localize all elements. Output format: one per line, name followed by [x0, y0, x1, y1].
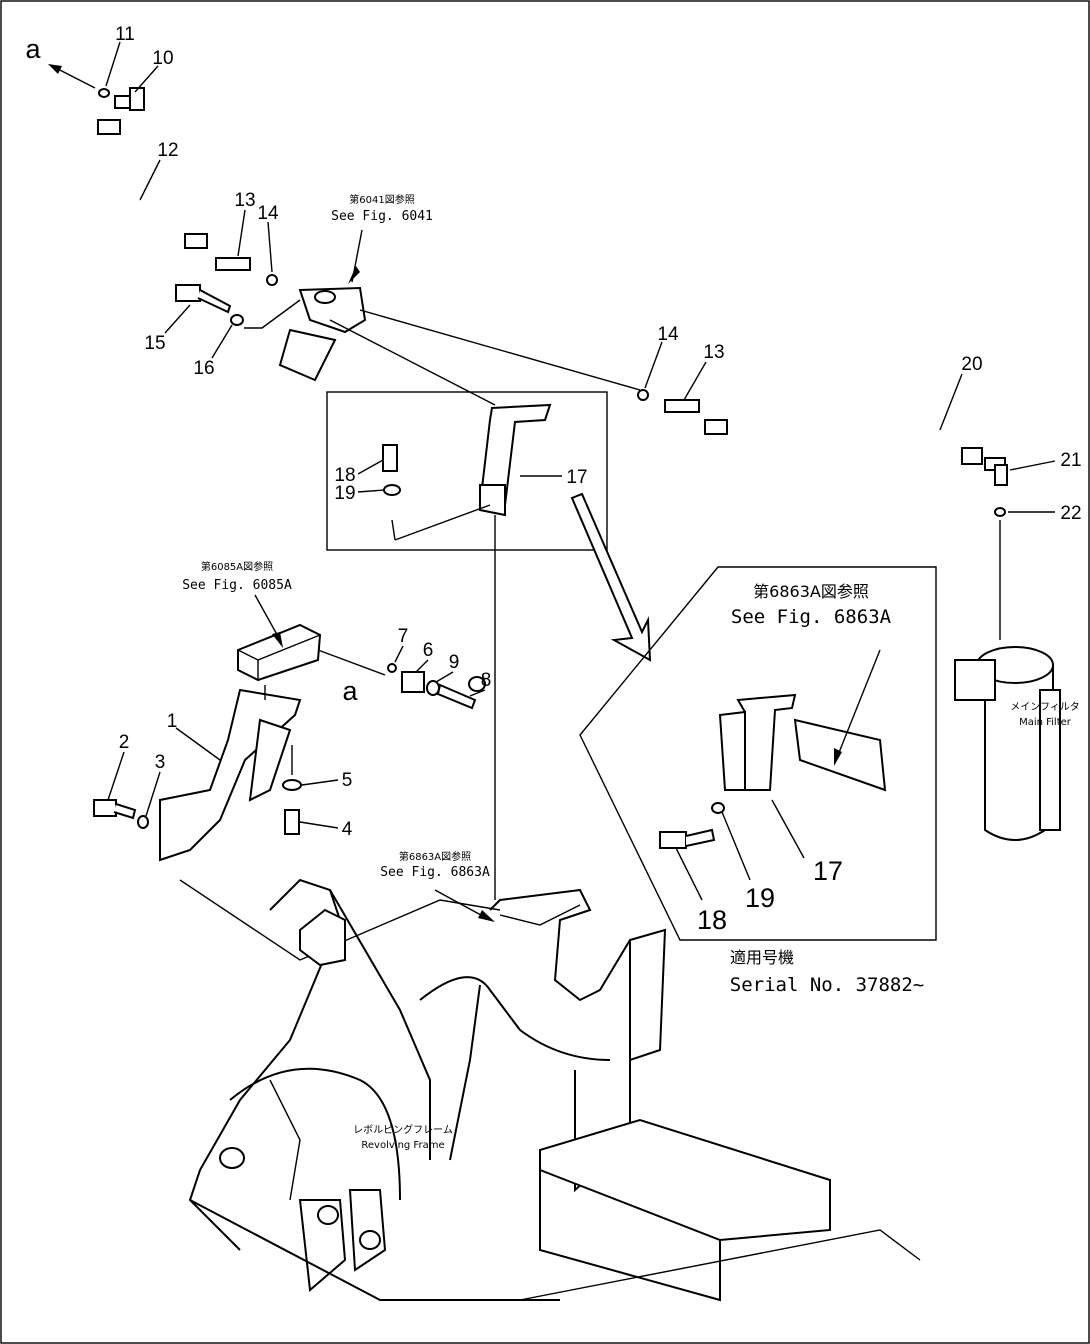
ref-6863a-inset-jp: 第6863A図参照 [753, 582, 869, 601]
elbow-21 [984, 457, 1008, 486]
main-filter [954, 646, 1061, 841]
callout-22: 22 [1060, 503, 1081, 524]
bracket-17b [718, 693, 887, 792]
callout-10: 10 [152, 48, 173, 69]
bracket-1 [159, 685, 302, 862]
leader-lines [105, 41, 1056, 901]
frame-label-jp: レボルビングフレーム [353, 1123, 453, 1136]
hose-20 [704, 419, 983, 465]
direction-arrow [570, 492, 652, 662]
bolt-18b [659, 831, 687, 849]
connector-13b [664, 399, 700, 413]
ref-6041-en: See Fig. 6041 [331, 209, 433, 224]
callout-14: 14 [657, 324, 679, 345]
valve-block-6085a [237, 623, 322, 682]
bolt-15 [175, 284, 232, 314]
callout-9: 9 [449, 652, 460, 673]
callout-8: 8 [481, 670, 492, 691]
bolt-4 [284, 809, 300, 835]
bolt-2 [93, 799, 137, 820]
washer-9 [426, 680, 440, 696]
washer-3 [137, 815, 149, 829]
callout-1: 1 [167, 711, 178, 732]
ref-6085a-jp: 第6085A図参照 [201, 560, 273, 573]
main-filter-label-jp: メインフィルタ [1010, 701, 1080, 713]
o-ring-7 [387, 663, 397, 673]
frame-label-en: Revolving Frame [361, 1140, 444, 1151]
callout-6: 6 [423, 640, 434, 661]
callout-7: 7 [398, 626, 409, 647]
washer-16 [230, 314, 244, 326]
connection-mark-a: a [25, 34, 41, 64]
main-filter-label-en: Main Filter [1019, 717, 1072, 728]
serial-label-en: Serial No. 37882~ [730, 974, 924, 996]
serial-inset [579, 566, 937, 941]
callout-18-large: 18 [697, 905, 727, 935]
callout-21: 21 [1060, 450, 1081, 471]
callout-12: 12 [157, 140, 178, 161]
callout-13: 13 [234, 190, 255, 211]
callout-11: 11 [115, 24, 135, 45]
bolt-8 [436, 676, 486, 710]
bracket-17a [478, 403, 552, 517]
o-ring-14a [266, 274, 278, 286]
revolving-frame [179, 878, 921, 1302]
callout-13: 13 [703, 342, 724, 363]
callout-5: 5 [342, 770, 353, 791]
o-ring-11 [98, 88, 110, 98]
elbow-10 [114, 87, 145, 111]
callout-19-large: 19 [745, 883, 775, 913]
o-ring-14b [637, 389, 649, 401]
callout-15: 15 [144, 333, 165, 354]
inset-box [326, 391, 608, 551]
callout-14: 14 [257, 203, 279, 224]
callout-19: 19 [334, 483, 355, 504]
callout-3: 3 [155, 752, 166, 773]
callout-18: 18 [334, 465, 355, 486]
callout-20: 20 [961, 354, 982, 375]
ref-6041-jp: 第6041図参照 [349, 193, 414, 206]
callout-16: 16 [193, 358, 214, 379]
flange-6 [401, 671, 425, 693]
callout-4: 4 [342, 819, 353, 840]
callout-2: 2 [119, 732, 130, 753]
ref-6863a-inset-en: See Fig. 6863A [731, 606, 892, 628]
o-ring-22 [994, 507, 1006, 517]
callout-17-large: 17 [813, 856, 843, 886]
washer-5 [282, 779, 302, 791]
callout-17: 17 [566, 467, 587, 488]
washer-19a [383, 484, 401, 496]
serial-label-jp: 適用号機 [730, 948, 794, 967]
bolt-18a [382, 444, 398, 472]
ref-6863a-jp: 第6863A図参照 [399, 850, 471, 863]
ref-6085a-en: See Fig. 6085A [182, 578, 292, 593]
filter-6041 [278, 286, 367, 382]
washer-19b [711, 802, 725, 814]
connector-13a [215, 257, 251, 271]
ref-6863a-en: See Fig. 6863A [380, 865, 490, 880]
hose-12 [72, 119, 208, 249]
connection-mark-a: a [342, 676, 358, 706]
